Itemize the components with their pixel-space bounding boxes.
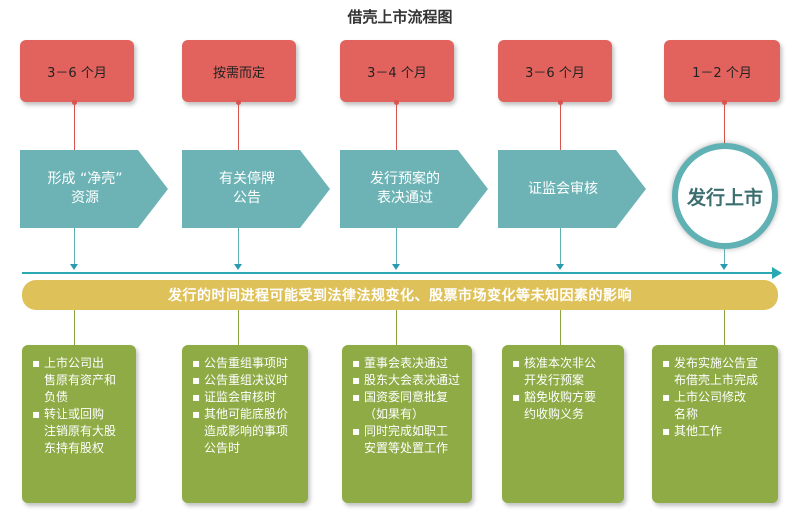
connector-dot — [394, 100, 399, 105]
detail-item: 证监会审核时 — [192, 389, 298, 406]
arrow-right-icon — [772, 267, 782, 279]
connector-dot — [558, 100, 563, 105]
detail-connector — [238, 310, 239, 345]
detail-item: 董事会表决通过 — [352, 355, 462, 372]
arrow-down-icon — [234, 264, 242, 270]
detail-item: 其他工作 — [662, 423, 768, 440]
timeline-connector — [74, 228, 75, 266]
timeline-axis — [22, 272, 774, 274]
detail-connector — [724, 310, 725, 345]
detail-item: 公告重组事项时 — [192, 355, 298, 372]
detail-connector — [560, 310, 561, 345]
detail-item: 转让或回购 注销原有大股 东持有股权 — [32, 406, 126, 457]
stage-label-1: 形成 “净壳” 资源 — [47, 171, 123, 206]
notice-banner: 发行的时间进程可能受到法律法规变化、股票市场变化等未知因素的影响 — [22, 280, 778, 310]
arrow-down-icon — [70, 264, 78, 270]
detail-item: 核准本次非公 开发行预案 — [512, 355, 614, 389]
stage-chevron-1: 形成 “净壳” 资源 — [20, 150, 170, 228]
connector-dot — [722, 100, 727, 105]
connector-line — [396, 102, 397, 150]
stage-label-2: 有关停牌 公告 — [219, 171, 275, 206]
connector-line — [724, 102, 725, 144]
duration-box-3: 3－4 个月 — [340, 40, 454, 102]
detail-item: 发布实施公告宣 布借壳上市完成 — [662, 355, 768, 389]
timeline-connector — [238, 228, 239, 266]
final-stage-circle: 发行上市 — [672, 143, 778, 249]
detail-item: 公告重组决议时 — [192, 372, 298, 389]
stage-chevron-3: 发行预案的 表决通过 — [340, 150, 490, 228]
duration-box-2: 按需而定 — [182, 40, 296, 102]
timeline-connector — [560, 228, 561, 266]
duration-box-4: 3－6 个月 — [498, 40, 612, 102]
stage-label-3: 发行预案的 表决通过 — [370, 171, 440, 206]
duration-box-1: 3－6 个月 — [20, 40, 134, 102]
detail-box-4: 核准本次非公 开发行预案 豁免收购方要 约收购义务 — [502, 345, 624, 503]
connector-line — [238, 102, 239, 150]
stage-chevron-4: 证监会审核 — [498, 150, 648, 228]
detail-item: 上市公司出 售原有资产和 负债 — [32, 355, 126, 406]
detail-box-1: 上市公司出 售原有资产和 负债 转让或回购 注销原有大股 东持有股权 — [22, 345, 136, 503]
detail-item: 国资委同意批复 （如果有） — [352, 389, 462, 423]
timeline-connector — [724, 249, 725, 266]
arrow-down-icon — [720, 264, 728, 270]
detail-box-2: 公告重组事项时 公告重组决议时 证监会审核时 其他可能底股价 造成影响的事项 公… — [182, 345, 308, 503]
timeline-connector — [396, 228, 397, 266]
detail-item: 同时完成如职工 安置等处置工作 — [352, 423, 462, 457]
stage-chevron-2: 有关停牌 公告 — [182, 150, 332, 228]
detail-connector — [74, 310, 75, 345]
connector-line — [74, 102, 75, 150]
detail-item: 其他可能底股价 造成影响的事项 公告时 — [192, 406, 298, 457]
detail-box-3: 董事会表决通过 股东大会表决通过 国资委同意批复 （如果有） 同时完成如职工 安… — [342, 345, 472, 503]
detail-item: 股东大会表决通过 — [352, 372, 462, 389]
connector-dot — [72, 100, 77, 105]
detail-item: 豁免收购方要 约收购义务 — [512, 389, 614, 423]
detail-connector — [396, 310, 397, 345]
arrow-down-icon — [556, 264, 564, 270]
connector-dot — [236, 100, 241, 105]
stage-label-5: 发行上市 — [686, 186, 763, 209]
detail-box-5: 发布实施公告宣 布借壳上市完成 上市公司修改 名称 其他工作 — [652, 345, 778, 503]
detail-item: 上市公司修改 名称 — [662, 389, 768, 423]
duration-box-5: 1－2 个月 — [664, 40, 780, 102]
arrow-down-icon — [392, 264, 400, 270]
stage-label-4: 证监会审核 — [528, 180, 598, 197]
diagram-title: 借壳上市流程图 — [347, 8, 453, 26]
connector-line — [560, 102, 561, 150]
